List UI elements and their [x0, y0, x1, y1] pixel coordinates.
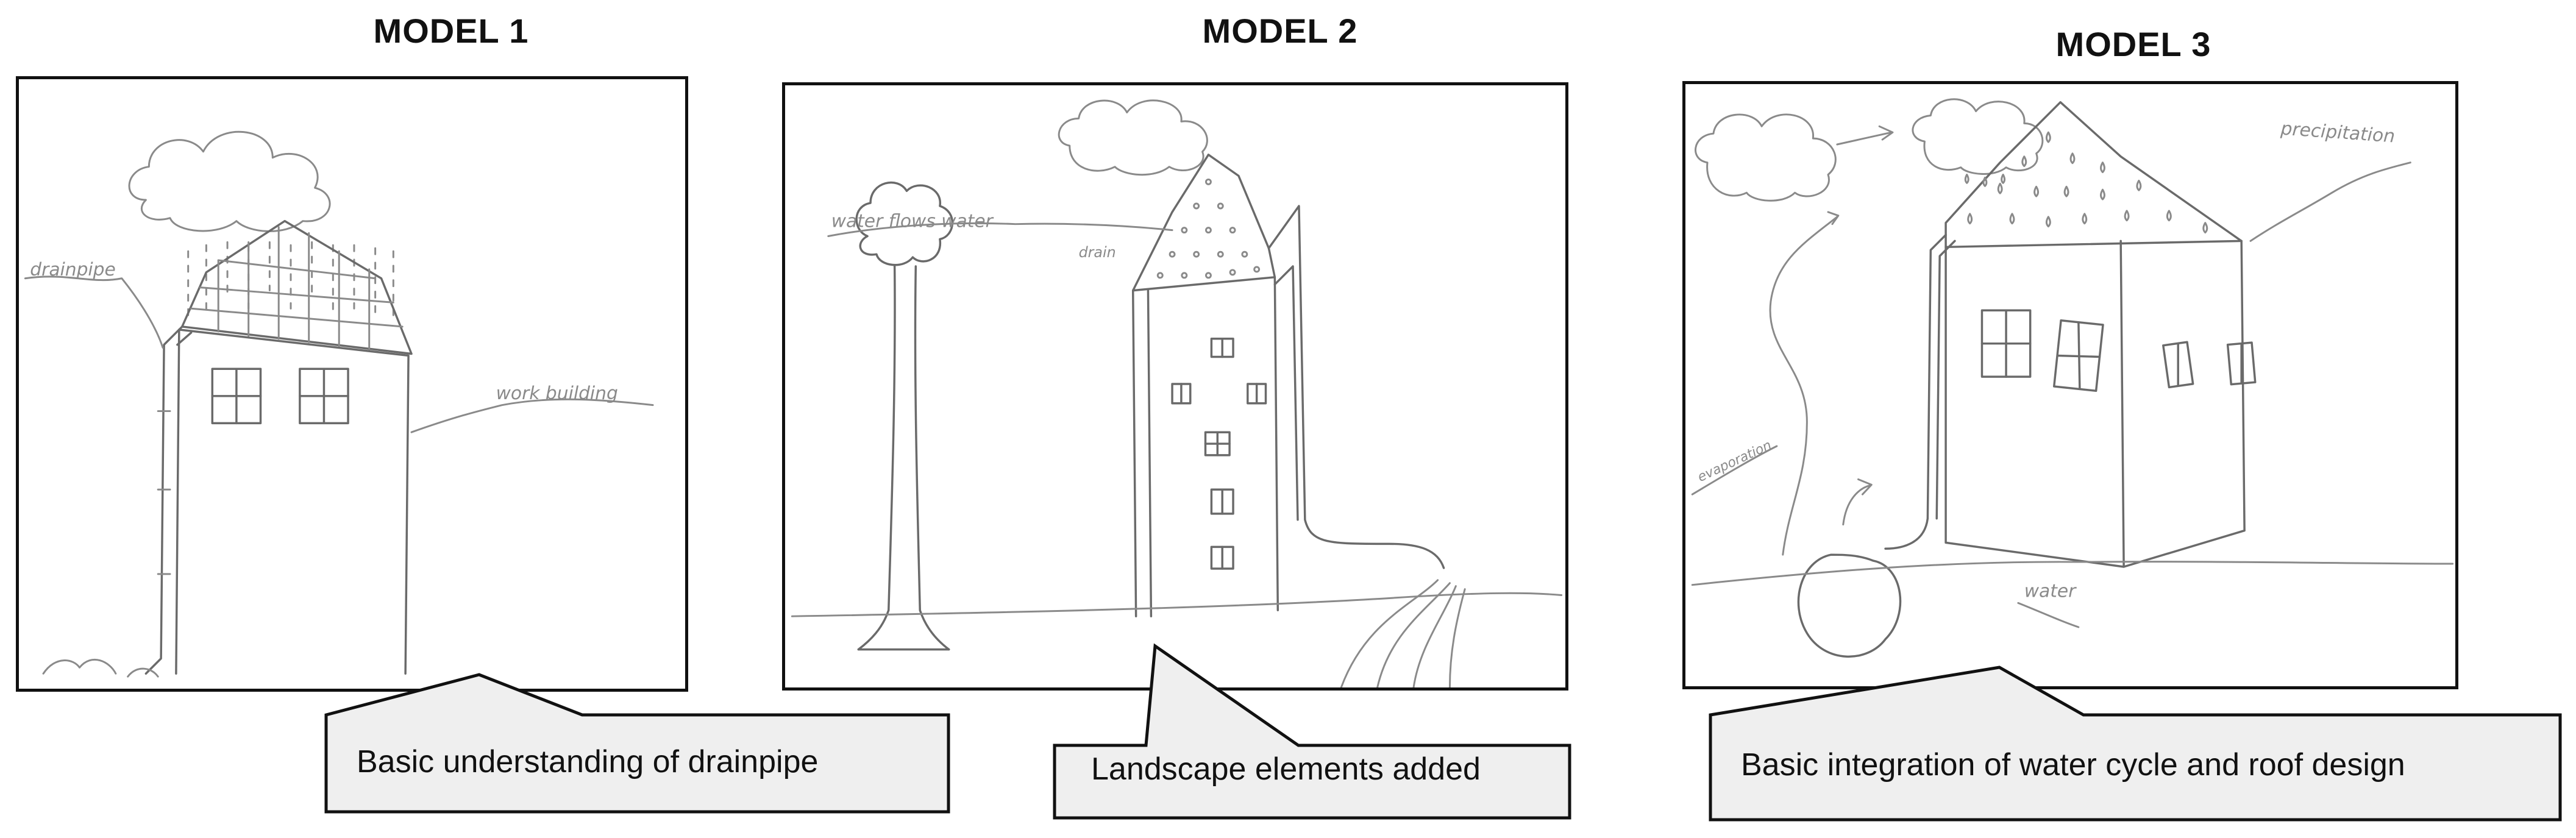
water-stream — [1340, 579, 1466, 687]
water-puddle — [1797, 553, 1902, 658]
precipitation-label-line — [2249, 162, 2411, 242]
drainpipe-label-line — [24, 275, 164, 349]
drain-arrow — [1842, 478, 1873, 526]
building-walls — [1944, 240, 2246, 568]
model-3-title: MODEL 3 — [2055, 25, 2211, 63]
model-1-drawing: drainpipe work building — [16, 76, 688, 692]
roof-grid — [190, 226, 404, 351]
roof-drops — [1967, 131, 2208, 234]
building-walls — [1131, 276, 1279, 617]
evaporation-label-line — [1691, 445, 1778, 495]
callout-3-bubble — [1709, 666, 2562, 822]
model-1-sketch: drainpipe work building — [24, 130, 654, 678]
rain — [1964, 174, 2006, 187]
cloud-left — [1695, 113, 1837, 202]
roof — [1944, 101, 2243, 249]
model-2-title: MODEL 2 — [1202, 12, 1358, 50]
building-label: work building — [496, 383, 618, 404]
model-3-drawing: precipitation evaporation water — [1682, 81, 2458, 689]
water-label-line — [2017, 602, 2080, 628]
ground — [791, 592, 1563, 617]
drainpipe-label: drainpipe — [30, 259, 116, 280]
callout-3-text: Basic integration of water cycle and roo… — [1741, 747, 2405, 783]
evaporation-label: evaporation — [1695, 438, 1774, 485]
cloud — [128, 130, 331, 232]
windows — [1171, 338, 1267, 570]
precipitation-label: precipitation — [2279, 118, 2396, 147]
model-3-sketch: precipitation evaporation water — [1691, 98, 2454, 658]
evaporation-arrow-head — [1827, 211, 1840, 225]
model-2-drawing: water flows water drain — [782, 82, 1568, 691]
drainpipe — [1267, 205, 1445, 569]
model-1-title: MODEL 1 — [373, 12, 529, 50]
tree-trunk — [857, 265, 950, 651]
ground — [1691, 561, 2454, 586]
drainpipe — [1884, 233, 1956, 550]
ground-scribble — [42, 658, 159, 678]
callout-2-text: Landscape elements added — [1091, 751, 1481, 787]
cloud-to-cloud-arrow — [1836, 125, 1894, 146]
windows — [1980, 309, 2257, 392]
cloud — [1058, 99, 1208, 176]
roof — [181, 219, 413, 355]
evaporation-arrow — [1769, 216, 1838, 556]
building-walls — [175, 328, 410, 675]
cloud-right — [1912, 98, 2044, 175]
callout-1-text: Basic understanding of drainpipe — [357, 744, 819, 779]
drain-label: drain — [1079, 244, 1116, 261]
water-flow-label: water flows water — [831, 211, 994, 232]
roof-dots — [1156, 178, 1261, 279]
water-flow-label-line — [827, 222, 1173, 237]
model-2-sketch: water flows water drain — [791, 99, 1563, 687]
tree-crown — [855, 181, 954, 266]
windows — [211, 368, 349, 425]
drainpipe — [144, 325, 193, 675]
drainpipe-brackets — [157, 410, 171, 575]
building-label-line — [410, 398, 654, 433]
water-label: water — [2024, 580, 2077, 602]
